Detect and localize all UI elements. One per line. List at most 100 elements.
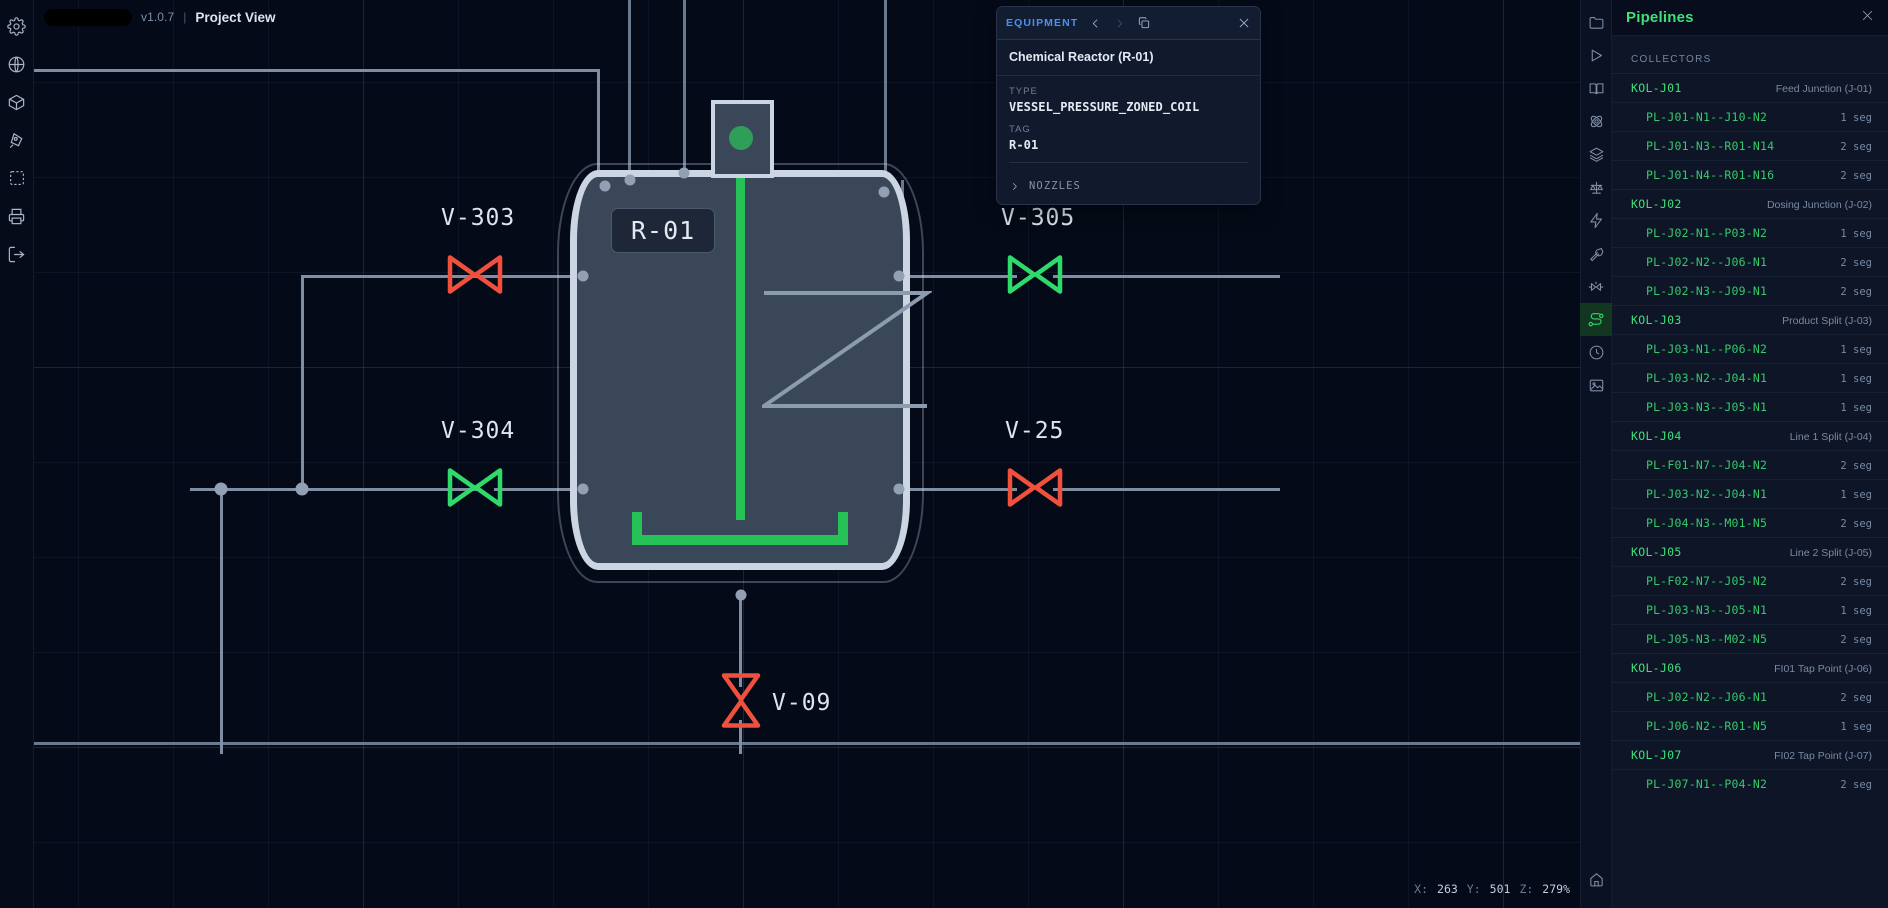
equipment-fields: TYPE VESSEL_PRESSURE_ZONED_COIL TAG R-01 bbox=[997, 76, 1260, 169]
chevron-left-icon[interactable] bbox=[1089, 17, 1102, 30]
nozzle-node[interactable] bbox=[893, 483, 905, 495]
pipe-segment bbox=[301, 275, 304, 491]
nozzles-expander[interactable]: NOZZLES bbox=[997, 169, 1260, 204]
marquee-select-icon[interactable] bbox=[1, 160, 33, 196]
clock-icon[interactable] bbox=[1580, 336, 1612, 369]
nozzle-node[interactable] bbox=[599, 180, 611, 192]
junction-node[interactable] bbox=[214, 482, 228, 496]
collector-description: FI02 Tap Point (J-07) bbox=[1774, 750, 1872, 762]
valve-icon[interactable] bbox=[1580, 270, 1612, 303]
field-label-type: TYPE bbox=[1009, 86, 1038, 97]
nozzle-node[interactable] bbox=[735, 589, 747, 601]
globe-icon[interactable] bbox=[1, 46, 33, 82]
heating-coil-icon bbox=[762, 291, 932, 408]
valve-symbol-v-09[interactable] bbox=[720, 673, 762, 734]
nozzle-node[interactable] bbox=[893, 270, 905, 282]
pid-canvas[interactable]: R-01 V-303 bbox=[0, 0, 1580, 908]
home-icon[interactable] bbox=[1580, 863, 1612, 896]
pipeline-name: PL-J07-N1--P04-N2 bbox=[1646, 777, 1768, 791]
nozzle-node[interactable] bbox=[878, 186, 890, 198]
field-label-tag: TAG bbox=[1009, 124, 1031, 135]
chevron-right-icon[interactable] bbox=[1113, 17, 1126, 30]
pipe-segment bbox=[884, 0, 887, 190]
pipeline-row[interactable]: PL-J05-N3--M02-N5 2 seg bbox=[1612, 624, 1888, 653]
nozzle-node[interactable] bbox=[577, 483, 589, 495]
close-icon[interactable] bbox=[1860, 8, 1875, 28]
pipeline-segment-count: 2 seg bbox=[1840, 634, 1872, 646]
pipe-segment bbox=[1053, 275, 1280, 278]
pipeline-segment-count: 1 seg bbox=[1840, 228, 1872, 240]
valve-symbol-v-304[interactable] bbox=[447, 467, 503, 514]
valve-symbol-v-25[interactable] bbox=[1007, 467, 1063, 514]
cursor-coordinates: X: 263 Y: 501 Z: 279% bbox=[1414, 882, 1570, 896]
coord-z-key: Z: bbox=[1519, 882, 1534, 896]
valve-label-v-303: V-303 bbox=[441, 205, 516, 231]
collector-row[interactable]: KOL-J07 FI02 Tap Point (J-07) bbox=[1612, 740, 1888, 769]
book-icon[interactable] bbox=[1580, 72, 1612, 105]
close-icon[interactable] bbox=[1237, 16, 1251, 30]
collector-description: Line 1 Split (J-04) bbox=[1789, 431, 1872, 443]
valve-symbol-v-305[interactable] bbox=[1007, 254, 1063, 301]
folder-icon[interactable] bbox=[1580, 6, 1612, 39]
nozzle-node[interactable] bbox=[577, 270, 589, 282]
settings-gear-icon[interactable] bbox=[1, 8, 33, 44]
play-icon[interactable] bbox=[1580, 39, 1612, 72]
valve-label-v-25: V-25 bbox=[1005, 418, 1065, 444]
chevron-right-icon bbox=[1009, 181, 1020, 192]
image-icon[interactable] bbox=[1580, 369, 1612, 402]
nozzle-node[interactable] bbox=[624, 174, 636, 186]
junction-node[interactable] bbox=[295, 482, 309, 496]
lightning-icon[interactable] bbox=[1580, 204, 1612, 237]
balance-icon[interactable] bbox=[1580, 171, 1612, 204]
wrench-icon[interactable] bbox=[1580, 237, 1612, 270]
equipment-panel-header: EQUIPMENT bbox=[997, 7, 1260, 40]
box-3d-icon[interactable] bbox=[1, 84, 33, 120]
pen-tool-icon[interactable] bbox=[1, 122, 33, 158]
layers-icon[interactable] bbox=[1580, 138, 1612, 171]
printer-icon[interactable] bbox=[1, 198, 33, 234]
pipeline-icon[interactable] bbox=[1580, 303, 1612, 336]
pipeline-segment-count: 1 seg bbox=[1840, 373, 1872, 385]
atom-icon[interactable] bbox=[1580, 105, 1612, 138]
nozzle-node[interactable] bbox=[678, 167, 690, 179]
collector-name: KOL-J06 bbox=[1631, 661, 1682, 675]
coord-y-key: Y: bbox=[1466, 882, 1481, 896]
collector-name: KOL-J03 bbox=[1631, 313, 1682, 327]
logout-icon[interactable] bbox=[1, 236, 33, 272]
valve-symbol-v-303[interactable] bbox=[447, 254, 503, 301]
valve-label-v-304: V-304 bbox=[441, 418, 516, 444]
pipeline-name: PL-J05-N3--M02-N5 bbox=[1646, 632, 1768, 646]
pipe-segment bbox=[628, 0, 631, 178]
equipment-inspector-panel: EQUIPMENT Chemical Reactor (R-01) TYPE V… bbox=[996, 6, 1261, 205]
collector-name: KOL-J07 bbox=[1631, 748, 1682, 762]
agitator-impeller bbox=[632, 512, 848, 545]
collector-name: KOL-J02 bbox=[1631, 197, 1682, 211]
copy-icon[interactable] bbox=[1137, 16, 1151, 30]
valve-label-v-305: V-305 bbox=[1001, 205, 1076, 231]
